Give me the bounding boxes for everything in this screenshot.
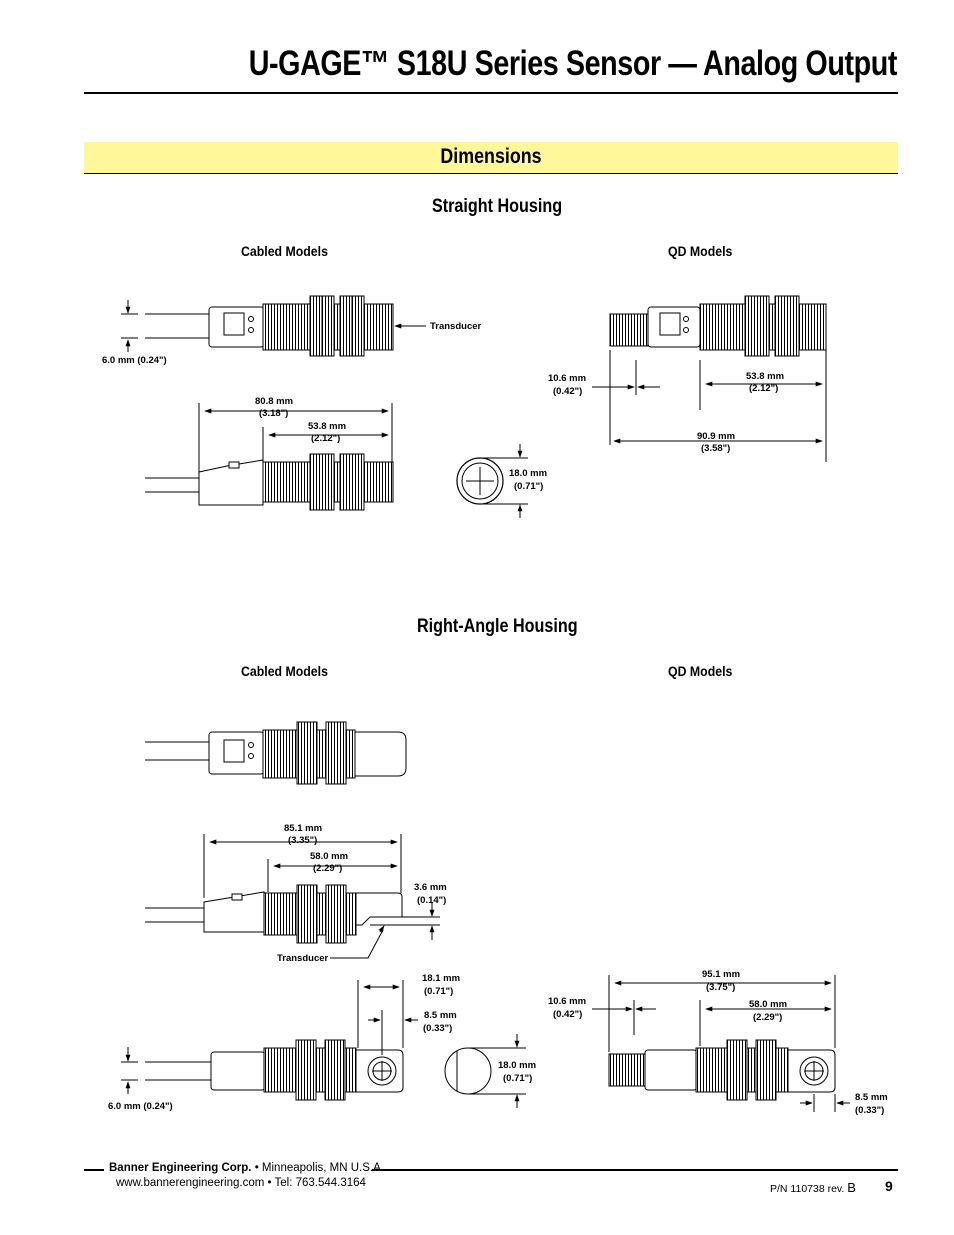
ra-cable-dia: 6.0 mm (0.24") xyxy=(108,1101,173,1112)
straight-transducer-label: Transducer xyxy=(430,321,482,332)
straight-qd-conn-mm: 10.6 mm xyxy=(548,373,586,384)
right-angle-bottom-view xyxy=(121,980,418,1101)
right-angle-housing-heading: Right-Angle Housing xyxy=(417,616,578,637)
straight-body-in: (2.12") xyxy=(311,433,340,444)
ra-offset-mm: 3.6 mm xyxy=(414,882,447,893)
ra-qd-conn-mm: 10.6 mm xyxy=(548,996,586,1007)
right-angle-face-view xyxy=(444,1034,526,1108)
ra-face-mm: 18.0 mm xyxy=(498,1060,536,1071)
straight-qd-label: QD Models xyxy=(668,243,733,259)
footer-contact: www.bannerengineering.com • Tel: 763.544… xyxy=(116,1177,366,1189)
right-angle-qd-label: QD Models xyxy=(668,663,733,679)
straight-qd-body-mm: 53.8 mm xyxy=(746,371,784,382)
straight-qd-conn-in: (0.42") xyxy=(553,386,582,397)
ra-center-in: (0.33") xyxy=(423,1023,452,1034)
ra-body-in: (2.29") xyxy=(313,863,342,874)
ra-face-in: (0.71") xyxy=(503,1073,532,1084)
straight-cabled-side-view xyxy=(145,403,394,511)
ra-qd-body-in: (2.29") xyxy=(753,1012,782,1023)
footer-company: Banner Engineering Corp. • Minneapolis, … xyxy=(109,1162,384,1174)
ra-center-mm: 8.5 mm xyxy=(424,1010,457,1021)
ra-body-mm: 58.0 mm xyxy=(310,851,348,862)
ra-overall-mm: 85.1 mm xyxy=(284,823,322,834)
footer-location: • Minneapolis, MN U.S.A. xyxy=(251,1162,384,1174)
straight-face-mm: 18.0 mm xyxy=(509,468,547,479)
straight-housing-heading: Straight Housing xyxy=(432,196,563,217)
straight-qd-overall-mm: 90.9 mm xyxy=(697,431,735,442)
right-angle-top-view xyxy=(145,721,407,785)
straight-qd-body-in: (2.12") xyxy=(749,383,778,394)
ra-offset-in: (0.14") xyxy=(417,895,446,906)
ra-head-in: (0.71") xyxy=(424,986,453,997)
ra-qd-overall-in: (3.75") xyxy=(706,982,735,993)
revision-letter: B xyxy=(847,1180,856,1195)
straight-qd-view xyxy=(592,295,827,462)
page-number: 9 xyxy=(885,1178,893,1194)
ra-qd-center-mm: 8.5 mm xyxy=(855,1092,888,1103)
ra-transducer-label: Transducer xyxy=(277,953,329,964)
straight-cabled-top-view xyxy=(145,295,394,357)
ra-overall-in: (3.35") xyxy=(288,835,317,846)
ra-qd-body-mm: 58.0 mm xyxy=(749,999,787,1010)
straight-cabled-label: Cabled Models xyxy=(241,243,328,259)
straight-body-mm: 53.8 mm xyxy=(308,421,346,432)
right-angle-cabled-label: Cabled Models xyxy=(241,663,328,679)
straight-overall-mm: 80.8 mm xyxy=(255,396,293,407)
footer-part-number: P/N 110738 rev. B xyxy=(770,1180,856,1195)
ra-qd-conn-in: (0.42") xyxy=(553,1009,582,1020)
straight-overall-in: (3.18") xyxy=(259,408,288,419)
footer-rule-left xyxy=(84,1169,104,1171)
straight-cable-dia: 6.0 mm (0.24") xyxy=(102,355,167,366)
part-number-text: P/N 110738 rev. xyxy=(770,1183,848,1195)
straight-qd-overall-in: (3.58") xyxy=(701,443,730,454)
document-title: U-GAGE™ S18U Series Sensor — Analog Outp… xyxy=(248,44,898,83)
footer-rule-right xyxy=(372,1169,898,1171)
ra-qd-overall-mm: 95.1 mm xyxy=(702,969,740,980)
straight-face-in: (0.71") xyxy=(514,481,543,492)
section-title: Dimensions xyxy=(440,145,542,168)
ra-qd-center-in: (0.33") xyxy=(855,1105,884,1116)
right-angle-qd-view xyxy=(592,975,850,1112)
straight-face-view xyxy=(456,444,528,518)
section-banner: Dimensions xyxy=(84,142,898,174)
ra-head-mm: 18.1 mm xyxy=(422,973,460,984)
title-rule xyxy=(84,92,898,94)
right-angle-side-view xyxy=(145,834,440,959)
footer-company-name: Banner Engineering Corp. xyxy=(109,1162,252,1174)
